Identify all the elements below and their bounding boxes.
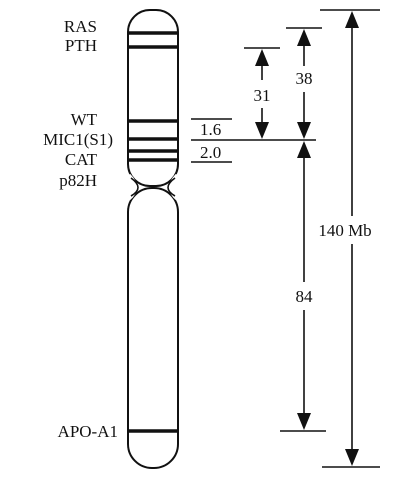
centromere-outline <box>130 177 176 197</box>
chromosome-short-arm <box>127 9 179 187</box>
interval-label-lower: 2.0 <box>200 143 221 162</box>
gene-label-ras: RAS <box>64 17 97 36</box>
gene-label-p82h: p82H <box>59 171 97 190</box>
distance-84: 84 <box>296 287 314 306</box>
arrow-31 <box>255 49 269 139</box>
gene-label-cat: CAT <box>65 150 98 169</box>
gene-label-apoa1: APO-A1 <box>58 422 118 441</box>
distance-31: 31 <box>254 86 271 105</box>
arrow-84 <box>297 141 311 430</box>
gene-label-mic1: MIC1(S1) <box>43 130 113 149</box>
gene-label-wt: WT <box>71 110 98 129</box>
interval-label-upper: 1.6 <box>200 120 221 139</box>
arrow-140 <box>345 11 359 466</box>
chromosome-long-arm <box>127 187 179 469</box>
distance-total: 140 Mb <box>318 221 371 240</box>
arrow-38 <box>297 29 311 139</box>
gene-label-pth: PTH <box>65 36 97 55</box>
distance-38: 38 <box>296 69 313 88</box>
centromere <box>125 173 181 201</box>
